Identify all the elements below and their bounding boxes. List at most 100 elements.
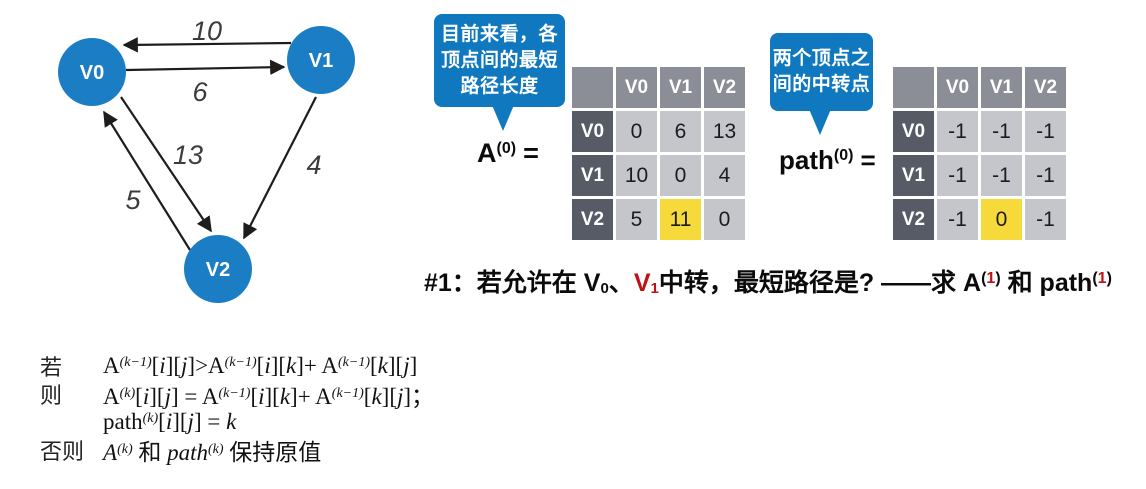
text-run: (k) <box>117 442 133 457</box>
matrix-cell: 10 <box>616 155 657 196</box>
formula-row: 则 A(k)[i][j] = A(k−1)[i][k]+ A(k−1)[k][j… <box>40 377 434 411</box>
text-run: (k) <box>119 386 136 401</box>
text-run: ]； <box>403 384 435 409</box>
text-run: 和 <box>1000 269 1040 297</box>
text-run: j <box>164 384 171 409</box>
formula-row: 否则 A(k) 和 path(k) 保持原值 <box>40 433 434 467</box>
matrix-row-header: V0 <box>572 111 613 152</box>
text-run: 1 <box>986 270 996 287</box>
edge-weight: 4 <box>306 150 321 180</box>
text-run: i <box>142 384 150 409</box>
text-run: A <box>103 384 120 409</box>
text-run: (k−1) <box>331 386 364 401</box>
text-run: ][ <box>149 384 165 409</box>
text-run: k <box>286 353 297 378</box>
equals-sign: = <box>523 138 539 168</box>
text-run: [ <box>250 384 259 409</box>
text-run: (k) <box>142 411 159 426</box>
formula-expression: A(k) 和 path(k) 保持原值 <box>103 433 321 467</box>
text-run: #1：若允许在 <box>424 269 584 297</box>
text-run: [ <box>370 353 378 378</box>
text-run: (k−1) <box>224 355 257 370</box>
text-run: j <box>181 353 188 378</box>
callout-line: 顶点间的最短 <box>440 49 558 71</box>
matrix-cell: -1 <box>937 155 978 196</box>
callout-line: 两个顶点之 <box>772 48 871 69</box>
text-run: ]+ A <box>296 353 338 378</box>
text-run: k <box>371 384 382 409</box>
matrix-cell: 6 <box>660 111 701 152</box>
matrix-row-header: V0 <box>893 111 934 152</box>
matrix-row-header: V1 <box>572 155 613 196</box>
formula-expression: A(k)[i][j] = A(k−1)[i][k]+ A(k−1)[k][j]； <box>103 377 434 411</box>
text-run: ][ <box>264 384 280 409</box>
text-run: ]>A <box>187 353 225 378</box>
text-run: 中转，最短路径是? ——求 <box>658 269 964 297</box>
text-run: (k−1) <box>218 386 251 401</box>
matrix-cell: 4 <box>704 155 745 196</box>
matrix-col-header: V0 <box>937 67 978 108</box>
text-run: 保持原值 <box>223 440 322 465</box>
edge-weight: 10 <box>192 16 222 46</box>
edge-weight: 5 <box>125 185 141 215</box>
matrix-cell-highlighted: 0 <box>981 199 1022 240</box>
text-run: k <box>226 409 237 434</box>
text-run: i <box>258 384 265 409</box>
text-run: 和 <box>132 440 168 465</box>
matrix-col-header: V2 <box>704 67 745 108</box>
text-run: j <box>187 409 194 434</box>
callout-tail <box>809 109 831 135</box>
node-label: V2 <box>206 259 230 281</box>
text-run: ][ <box>381 384 397 409</box>
edge-v1-v2 <box>243 96 317 240</box>
edge-v0-v1 <box>125 59 286 75</box>
text-run: V <box>633 269 651 297</box>
text-run: (k−1) <box>338 355 370 370</box>
text-run: 1 <box>1097 270 1107 287</box>
matrix-label-base: path <box>779 145 834 175</box>
text-run: 、 <box>608 269 634 297</box>
text-run: path <box>167 440 208 465</box>
matrix-row-header: V2 <box>572 199 613 240</box>
matrix-cell: -1 <box>937 111 978 152</box>
matrix-cell: 13 <box>704 111 745 152</box>
text-run: i <box>264 353 271 378</box>
text-run: ( <box>1092 270 1098 287</box>
text-run: path <box>1039 269 1093 297</box>
node-v0 <box>58 38 126 106</box>
matrix-corner-cell <box>893 67 934 108</box>
text-run: [ <box>151 353 160 378</box>
matrix-cell: 0 <box>616 111 657 152</box>
callout-line: 间的中转点 <box>772 74 871 95</box>
text-run: ][ <box>270 353 287 378</box>
text-run: [ <box>135 384 143 409</box>
formula-row: 若 A(k−1)[i][j]>A(k−1)[i][k]+ A(k−1)[k][j… <box>40 352 434 380</box>
text-run: ( <box>981 270 987 287</box>
formula-row-label: 否则 <box>40 439 85 464</box>
formula-expression: A(k−1)[i][j]>A(k−1)[i][k]+ A(k−1)[k][j] <box>103 353 417 379</box>
text-run: ] = A <box>170 384 219 409</box>
path-matrix-label: path(0)= <box>779 145 876 176</box>
text-run: ]+ A <box>290 384 332 409</box>
formula-row-label: 若 <box>40 355 63 380</box>
text-run: [ <box>158 409 166 434</box>
callout-a-matrix: 目前来看，各 顶点间的最短 路径长度 <box>434 14 565 131</box>
question-line: #1：若允许在 V0、V1中转，最短路径是? ——求 A(1) 和 path(1… <box>424 263 1112 299</box>
callout-path-matrix: 两个顶点之 间的中转点 <box>770 33 873 135</box>
matrix-col-header: V1 <box>660 67 701 108</box>
text-run: ][ <box>387 353 404 378</box>
text-run: (k−1) <box>119 355 152 370</box>
matrix-cell: 0 <box>660 155 701 196</box>
matrix-col-header: V2 <box>1025 67 1066 108</box>
text-run: A <box>963 269 982 297</box>
matrix-col-header: V0 <box>616 67 657 108</box>
matrix-row-header: V2 <box>893 199 934 240</box>
matrix-cell: 0 <box>704 199 745 240</box>
text-run: k <box>279 384 291 409</box>
text-run: ][ <box>165 353 182 378</box>
text-run: A <box>103 353 120 378</box>
matrix-cell: -1 <box>937 199 978 240</box>
matrix-cell: -1 <box>981 155 1022 196</box>
